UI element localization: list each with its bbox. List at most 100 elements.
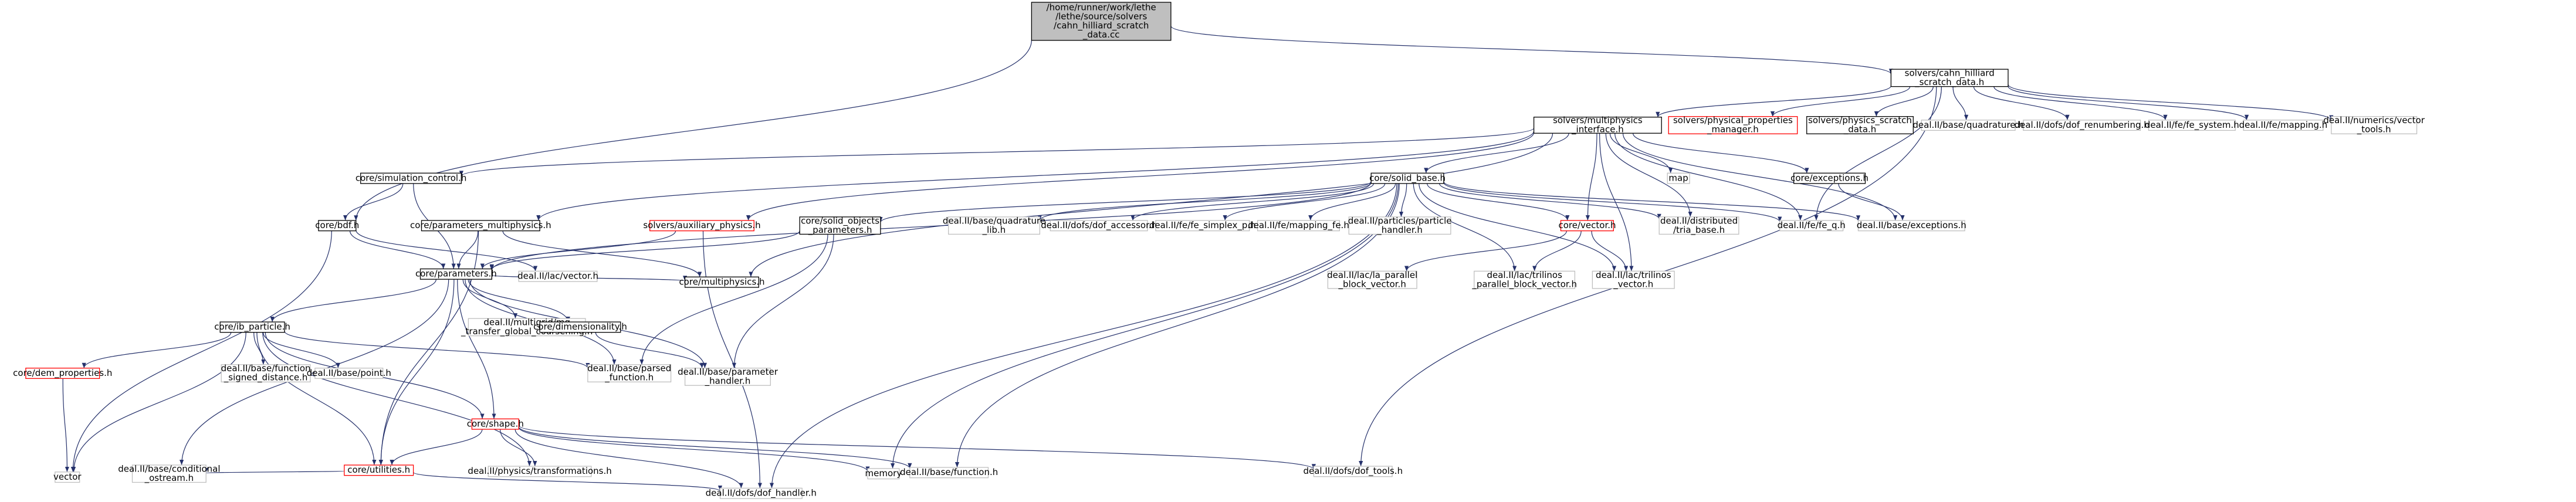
node-transf[interactable]: deal.II/physics/transformations.h: [468, 466, 612, 477]
node-feq[interactable]: deal.II/fe/fe_q.h: [1778, 220, 1846, 232]
edge-shape-to-transf: [500, 429, 537, 467]
node-dimen[interactable]: core/dimensionality.h: [533, 321, 627, 333]
node-memory[interactable]: memory: [865, 468, 902, 480]
node-label-line: core/simulation_control.h: [356, 172, 467, 184]
node-label-line: deal.II/base/conditional: [118, 463, 220, 474]
node-demprop[interactable]: core/dem_properties.h: [13, 368, 112, 379]
edge-solidbase-to-trilv: [1419, 183, 1617, 272]
node-lapbv[interactable]: deal.II/lac/la_parallel_block_vector.h: [1327, 270, 1417, 290]
node-box: [1348, 216, 1451, 235]
node-trilv[interactable]: deal.II/lac/trilinos_vector.h: [1592, 270, 1675, 290]
node-box: [867, 468, 900, 480]
node-label-line: deal.II/base/quadrature: [943, 215, 1045, 226]
node-box: [421, 220, 540, 232]
node-box: [2148, 120, 2236, 131]
node-ppm[interactable]: solvers/physical_properties_manager.h: [1668, 115, 1798, 135]
node-lacvec[interactable]: deal.II/lac/vector.h: [517, 271, 598, 282]
edge-corevec-to-lapbv: [1404, 230, 1567, 272]
dependency-edges: [62, 25, 2334, 491]
node-label-line: deal.II/fe/mapping.h: [2239, 120, 2328, 130]
node-ibpart[interactable]: core/ib_particle.h: [214, 321, 290, 333]
edge-root-to-chsd: [1170, 25, 1893, 74]
node-condost[interactable]: deal.II/base/conditional_ostream.h: [118, 463, 220, 484]
node-paramh[interactable]: deal.II/base/parameter_handler.h: [678, 367, 778, 387]
node-box: [799, 216, 881, 235]
node-label-line: core/parameters_multiphysics.h: [410, 220, 551, 231]
node-solidobj[interactable]: core/solid_objects_parameters.h: [799, 215, 881, 236]
node-label-line: /tria_base.h: [1673, 225, 1725, 236]
node-basefunc[interactable]: deal.II/base/function.h: [900, 467, 998, 479]
node-label-line: _scratch_data.h: [1914, 77, 1984, 88]
node-parmp[interactable]: core/parameters_multiphysics.h: [410, 220, 551, 232]
node-label-line: _function.h: [604, 372, 654, 384]
node-vector[interactable]: vector: [53, 472, 82, 483]
node-fesimplex[interactable]: deal.II/fe/fe_simplex_p.h: [1149, 220, 1256, 232]
node-box: [1857, 220, 1965, 232]
edge-solidbase-to-solidobj: [878, 181, 1372, 223]
node-shape[interactable]: core/shape.h: [467, 419, 524, 430]
edge-ibpart-to-point: [263, 332, 340, 368]
node-quad[interactable]: deal.II/base/quadrature.h: [1912, 120, 2024, 131]
node-box: [684, 368, 771, 386]
node-box: [684, 276, 759, 288]
node-psd[interactable]: solvers/physics_scratch_data.h: [1806, 115, 1914, 135]
edge-corevec-to-trilv: [1591, 230, 1629, 272]
node-tria[interactable]: deal.II/distributed/tria_base.h: [1658, 215, 1739, 236]
edge-utilities-to-condost: [204, 467, 345, 474]
node-numvec[interactable]: deal.II/numerics/vector_tools.h: [2323, 115, 2425, 135]
node-particles[interactable]: deal.II/particles/particle_handler.h: [1348, 215, 1452, 236]
edge-ibpart-to-vector: [72, 332, 246, 472]
node-label-line: solvers/multiphysics: [1553, 115, 1643, 126]
node-doftools[interactable]: deal.II/dofs/dof_tools.h: [1303, 466, 1403, 477]
node-parsed[interactable]: deal.II/base/parsed_function.h: [587, 363, 671, 384]
node-corevec[interactable]: core/vector.h: [1558, 220, 1616, 232]
node-label-line: deal.II/fe/mapping_fe.h: [1248, 220, 1349, 231]
node-chsd[interactable]: solvers/cahn_hilliard_scratch_data.h: [1890, 67, 2009, 88]
edge-solidbase-to-tria: [1439, 183, 1661, 219]
node-label-line: core/shape.h: [467, 419, 524, 429]
node-utilities[interactable]: core/utilities.h: [344, 464, 414, 476]
node-coreexc[interactable]: core/exceptions.h: [1790, 172, 1868, 184]
node-box: [539, 321, 621, 333]
node-mgtrans[interactable]: deal.II/multigrid/mg_transfer_global_coa…: [461, 317, 593, 338]
node-solidbase[interactable]: core/solid_base.h: [1369, 172, 1446, 184]
node-map[interactable]: map: [1667, 172, 1690, 184]
edge-params-to-dimen: [468, 279, 570, 323]
node-fesys[interactable]: deal.II/fe/fe_system.h: [2145, 120, 2239, 131]
edge-shape-to-basefunc: [518, 426, 912, 469]
node-funcsd[interactable]: deal.II/base/function_signed_distance.h: [221, 363, 311, 384]
node-label-line: core/exceptions.h: [1790, 172, 1868, 183]
edge-chsd-to-mapping: [2008, 86, 2249, 120]
node-box: [1370, 172, 1444, 184]
node-box: [1658, 216, 1739, 235]
node-label-line: core/bdf.h: [315, 220, 359, 230]
node-baseexc[interactable]: deal.II/base/exceptions.h: [1857, 220, 1966, 232]
node-quadlib[interactable]: deal.II/base/quadrature_lib.h: [943, 215, 1045, 236]
edge-solidobj-to-paramh: [732, 234, 834, 368]
node-bdf[interactable]: core/bdf.h: [315, 220, 359, 232]
node-mpi[interactable]: solvers/multiphysics_interface.h: [1533, 115, 1662, 135]
node-dofren[interactable]: deal.II/dofs/dof_renumbering.h: [2015, 120, 2150, 131]
node-params[interactable]: core/parameters.h: [415, 269, 497, 280]
node-mapping[interactable]: deal.II/fe/mapping.h: [2239, 120, 2328, 131]
edge-mpi-to-baseexc: [1622, 133, 1898, 221]
node-auxphys[interactable]: solvers/auxiliary_physics.h: [643, 220, 761, 232]
node-box: [1155, 220, 1250, 232]
node-trilbv[interactable]: deal.II/lac/trilinos_parallel_block_vect…: [1471, 270, 1577, 290]
edge-chsd-to-fesys: [1993, 86, 2168, 120]
edge-utilities-to-dofh: [413, 472, 722, 491]
edge-demprop-to-vector: [62, 378, 69, 472]
node-dofacc[interactable]: deal.II/dofs/dof_accessor.h: [1041, 220, 1157, 232]
node-box: [488, 466, 592, 477]
node-box: [221, 364, 311, 382]
node-box: [1327, 270, 1417, 289]
node-point[interactable]: deal.II/base/point.h: [307, 368, 391, 379]
node-multiphys[interactable]: core/multiphysics.h: [679, 276, 765, 288]
node-dofh[interactable]: deal.II/dofs/dof_handler.h: [706, 488, 817, 499]
node-simctrl[interactable]: core/simulation_control.h: [356, 172, 467, 184]
edge-ibpart-to-transf: [262, 332, 532, 467]
node-label-line: deal.II/dofs/dof_tools.h: [1303, 466, 1403, 477]
edge-mpi-to-parmp: [536, 131, 1535, 221]
node-mappingfe[interactable]: deal.II/fe/mapping_fe.h: [1248, 220, 1349, 232]
dependency-nodes: /home/runner/work/lethe/lethe/source/sol…: [13, 2, 2425, 499]
